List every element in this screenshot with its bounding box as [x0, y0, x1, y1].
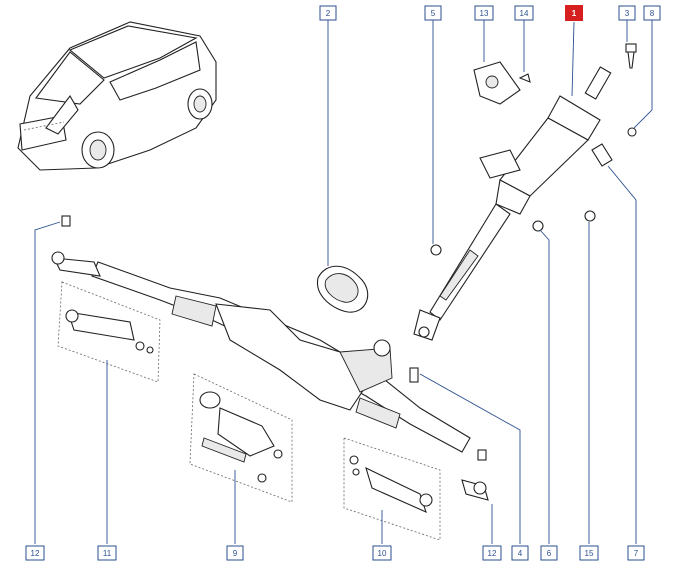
gasket-2: [317, 265, 369, 313]
tie-rod-end-left: [51, 215, 101, 277]
callout-1: 1: [565, 5, 583, 21]
callout-12-right: 12: [482, 545, 502, 561]
kit-11: [57, 281, 161, 383]
kit-10: [343, 437, 441, 541]
svg-text:2: 2: [326, 9, 331, 18]
svg-text:4: 4: [518, 549, 523, 558]
callout-5: 5: [424, 5, 442, 21]
svg-text:15: 15: [585, 549, 594, 558]
callout-15: 15: [579, 545, 599, 561]
callout-4: 4: [511, 545, 529, 561]
leader-lines: [34, 20, 653, 544]
screw-small: [627, 127, 637, 137]
clip-8: [591, 143, 613, 167]
nut-6: [532, 220, 544, 232]
callout-7: 7: [627, 545, 645, 561]
svg-text:12: 12: [488, 549, 497, 558]
steering-column: [413, 66, 612, 341]
hatchback-car-icon: [17, 21, 217, 171]
callout-12-left: 12: [25, 545, 45, 561]
svg-text:7: 7: [634, 549, 639, 558]
tie-rod-end-right: [461, 449, 489, 501]
callout-6: 6: [540, 545, 558, 561]
callout-11: 11: [97, 545, 117, 561]
svg-text:10: 10: [378, 549, 387, 558]
nut-5: [430, 244, 442, 256]
callout-2: 2: [319, 5, 337, 21]
kit-9: [189, 373, 293, 503]
svg-text:13: 13: [480, 9, 489, 18]
callout-3: 3: [618, 5, 636, 21]
svg-text:8: 8: [650, 9, 655, 18]
svg-text:11: 11: [103, 549, 112, 558]
svg-text:9: 9: [233, 549, 238, 558]
steering-rack: [91, 261, 471, 453]
callout-14: 14: [514, 5, 534, 21]
callout-13: 13: [474, 5, 494, 21]
svg-text:12: 12: [31, 549, 40, 558]
callout-9: 9: [226, 545, 244, 561]
svg-text:5: 5: [431, 9, 436, 18]
svg-text:14: 14: [520, 9, 529, 18]
bracket-13: [473, 61, 531, 105]
callout-10: 10: [372, 545, 392, 561]
bolt-3: [625, 43, 637, 69]
svg-text:3: 3: [625, 9, 630, 18]
svg-text:6: 6: [547, 549, 552, 558]
nut-15: [584, 210, 596, 222]
bolt-4: [409, 367, 419, 383]
svg-text:1: 1: [572, 9, 577, 18]
callout-8: 8: [643, 5, 661, 21]
